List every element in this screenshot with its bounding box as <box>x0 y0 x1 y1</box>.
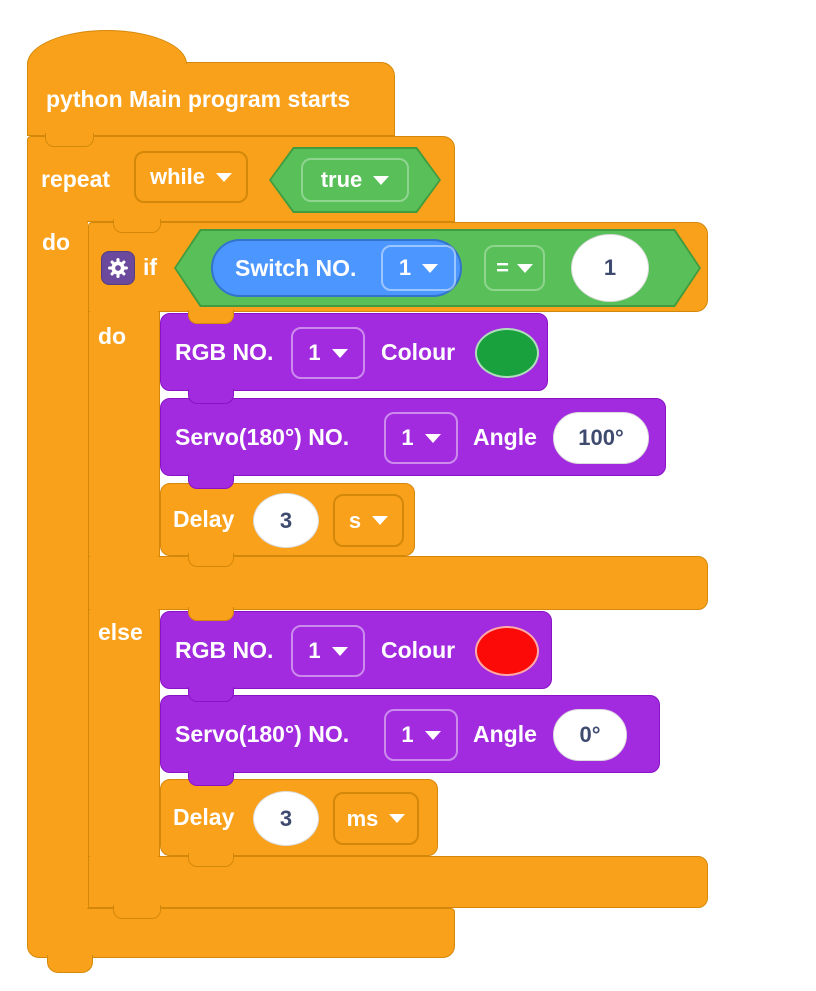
colour-swatch-green[interactable] <box>475 328 539 378</box>
repeat-do-label: do <box>42 228 71 255</box>
switch-no-dropdown[interactable]: 1 <box>381 245 456 291</box>
delay-unit-value: ms <box>346 805 379 831</box>
connector-notch <box>188 687 234 702</box>
servo-label: Servo(180°) NO. <box>175 720 350 747</box>
delay-value-input[interactable]: 3 <box>253 493 319 548</box>
repeat-block-bottom-bar[interactable] <box>27 908 455 958</box>
colour-label: Colour <box>381 636 456 663</box>
delay-unit-value: s <box>348 507 362 533</box>
chevron-down-icon <box>216 172 232 182</box>
connector-notch <box>188 853 234 867</box>
operator-dropdown[interactable]: = <box>484 245 545 291</box>
servo-label: Servo(180°) NO. <box>175 423 350 450</box>
rgb-block-then[interactable]: RGB NO. 1 Colour <box>160 313 548 391</box>
angle-label: Angle <box>473 720 537 747</box>
chevron-down-icon <box>372 516 389 525</box>
if-block-row[interactable]: if Switch NO. 1 = 1 <box>88 222 708 312</box>
if-block-else-spine <box>88 610 160 856</box>
chevron-down-icon <box>424 730 441 740</box>
repeat-mode-value: while <box>149 164 205 189</box>
servo-no-dropdown[interactable]: 1 <box>384 412 458 464</box>
rgb-no-value: 1 <box>308 638 321 663</box>
rgb-no-dropdown[interactable]: 1 <box>291 625 365 677</box>
gear-icon <box>108 258 128 278</box>
connector-notch <box>188 474 234 489</box>
switch-no-value: 1 <box>398 255 412 280</box>
true-dropdown[interactable]: true <box>301 158 409 202</box>
angle-input[interactable]: 100° <box>553 412 649 464</box>
hat-block-dome[interactable] <box>27 30 187 64</box>
repeat-mode-dropdown[interactable]: while <box>134 151 248 203</box>
delay-unit-dropdown[interactable]: ms <box>333 792 419 845</box>
chevron-down-icon <box>516 263 533 273</box>
delay-block-then[interactable]: Delay 3 s <box>160 483 415 556</box>
rgb-label: RGB NO. <box>175 636 274 663</box>
repeat-label: repeat <box>41 165 111 192</box>
connector-notch <box>188 389 234 404</box>
connector-notch <box>188 771 234 786</box>
chevron-down-icon <box>373 175 390 185</box>
if-block-do-spine <box>88 312 160 556</box>
seam-patch <box>90 553 158 559</box>
colour-swatch-red[interactable] <box>475 626 539 676</box>
true-dropdown-value: true <box>320 167 363 192</box>
if-label: if <box>143 253 158 280</box>
switch-sensor-label: Switch NO. <box>235 254 357 281</box>
servo-no-dropdown[interactable]: 1 <box>384 709 458 761</box>
seam-patch <box>90 309 158 316</box>
delay-value-input[interactable]: 3 <box>253 791 319 846</box>
delay-block-else[interactable]: Delay 3 ms <box>160 779 438 856</box>
delay-unit-dropdown[interactable]: s <box>333 494 404 547</box>
connector-notch <box>45 133 94 147</box>
rgb-label: RGB NO. <box>175 338 274 365</box>
true-boolean-block[interactable]: true <box>269 147 441 213</box>
servo-block-else[interactable]: Servo(180°) NO. 1 Angle 0° <box>160 695 660 773</box>
seam-patch <box>90 607 158 613</box>
connector-notch <box>113 905 161 919</box>
seam-patch <box>90 853 158 859</box>
rgb-block-else[interactable]: RGB NO. 1 Colour <box>160 611 552 689</box>
compare-value-input[interactable]: 1 <box>571 234 649 302</box>
hat-block[interactable]: python Main program starts <box>27 62 395 136</box>
chevron-down-icon <box>331 348 348 358</box>
seam-patch <box>28 905 87 911</box>
chevron-down-icon <box>389 814 406 823</box>
connector-notch <box>113 219 161 233</box>
repeat-block-spine <box>27 222 88 908</box>
chevron-down-icon <box>424 433 441 443</box>
delay-label: Delay <box>173 804 235 830</box>
connector-notch <box>188 310 234 324</box>
switch-sensor-block[interactable]: Switch NO. 1 <box>211 239 462 297</box>
operator-value: = <box>496 255 509 280</box>
chevron-down-icon <box>422 263 439 273</box>
if-do-label: do <box>98 322 127 349</box>
next-connection-bump <box>47 955 93 973</box>
hat-label: python Main program starts <box>46 85 351 112</box>
seam-patch <box>28 219 87 225</box>
if-block-else-bar[interactable] <box>88 556 708 610</box>
else-label: else <box>98 618 143 645</box>
rgb-no-value: 1 <box>308 340 321 365</box>
rgb-no-dropdown[interactable]: 1 <box>291 327 365 379</box>
condition-hexagon[interactable]: Switch NO. 1 = 1 <box>174 229 701 307</box>
connector-notch <box>188 553 234 567</box>
servo-no-value: 1 <box>401 722 414 747</box>
colour-label: Colour <box>381 338 456 365</box>
servo-block-then[interactable]: Servo(180°) NO. 1 Angle 100° <box>160 398 666 476</box>
angle-label: Angle <box>473 423 537 450</box>
mutator-gear-icon[interactable] <box>101 251 135 285</box>
chevron-down-icon <box>331 646 348 656</box>
connector-notch <box>188 607 234 621</box>
if-block-bottom-bar[interactable] <box>88 856 708 908</box>
servo-no-value: 1 <box>401 425 414 450</box>
delay-label: Delay <box>173 506 235 532</box>
angle-input[interactable]: 0° <box>553 709 627 761</box>
repeat-block-row[interactable]: repeat while true <box>27 136 455 222</box>
